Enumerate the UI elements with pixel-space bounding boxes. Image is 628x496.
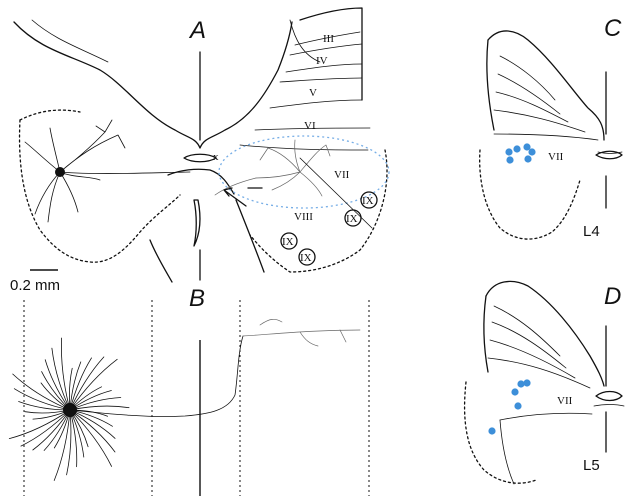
neuron-dot [513, 145, 520, 152]
neuron-dot [523, 379, 530, 386]
neuron-dot [506, 156, 513, 163]
neuron-b-terminals [243, 319, 360, 346]
lamina-viii: VIII [294, 211, 313, 223]
neuron-dot [517, 380, 524, 387]
lamina-iv: IV [316, 55, 328, 67]
neuron-b-soma [9, 338, 129, 481]
segment-d: L5 [583, 457, 600, 474]
lamina-vi: VI [304, 120, 316, 132]
lamina-v: V [309, 87, 317, 99]
lamina-ix-2: IX [346, 213, 358, 225]
neuron-dots-d [488, 379, 530, 434]
lamina-ix-4: IX [300, 252, 312, 264]
panel-c: C VII L4 [480, 15, 622, 240]
lamina-vii-c: VII [548, 151, 564, 163]
panel-d-label: D [604, 283, 621, 310]
neuron-dot [505, 148, 512, 155]
lamina-ix-3: IX [282, 236, 294, 248]
neuron-dots-c [505, 143, 535, 163]
panel-a: A III IV V VI VII VIII IX IX IX IX x 0.2… [10, 8, 389, 294]
neuron-dot [511, 388, 518, 395]
panel-c-label: C [604, 15, 622, 42]
lamina-vii: VII [334, 169, 350, 181]
panel-a-label: A [188, 17, 206, 44]
neuron-a-left [25, 120, 190, 222]
neuron-dot [514, 402, 521, 409]
neuron-dot [488, 427, 495, 434]
marker-x: x [213, 151, 219, 163]
panel-d: D VII L5 [465, 281, 624, 484]
neuron-dot [528, 148, 535, 155]
scale-bar-label: 0.2 mm [10, 277, 60, 294]
lamina-iii: III [323, 33, 334, 45]
panel-b: B [9, 285, 369, 496]
panel-b-label: B [189, 285, 205, 312]
segment-c: L4 [583, 223, 600, 240]
neuron-b-axon [70, 336, 243, 417]
neuron-dot [524, 155, 531, 162]
lamina-ix-1: IX [362, 195, 374, 207]
lamina-vii-d: VII [557, 395, 573, 407]
